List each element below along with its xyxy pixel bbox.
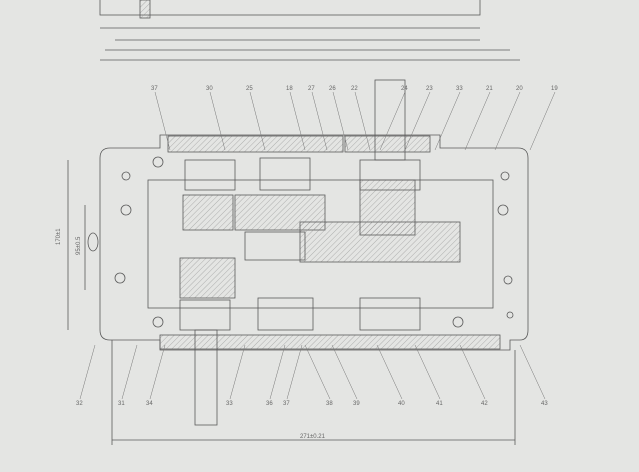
part-number-bottom-label: 36 [266,401,273,407]
leader-line [332,91,349,151]
leader-line [154,91,171,151]
leader-line [121,344,138,400]
top-view-fragment [99,0,520,61]
leader-line [286,344,303,400]
leader-line [379,91,406,151]
part-number-top-label: 24 [401,86,408,92]
part-number-top-label: 21 [486,86,493,92]
leader-line [354,91,371,151]
part-number-top-label: 25 [246,86,253,92]
housing-outline [99,134,529,351]
leader-line [289,91,306,151]
leader-line [331,344,358,400]
dim-overall-width: 271±0.21 [300,434,326,440]
part-number-bottom-label: 34 [146,401,153,407]
part-number-top-label: 18 [286,86,293,92]
leader-line [209,91,226,151]
leader-line [79,344,96,400]
leader-line [529,91,556,151]
leader-line [464,91,491,151]
leader-line [414,344,441,400]
leader-line [519,344,546,400]
leader-line [229,344,246,400]
part-number-bottom-label: 37 [283,401,290,407]
part-number-top-label: 26 [329,86,336,92]
part-number-top-label: 22 [351,86,358,92]
part-number-bottom-label: 32 [76,401,83,407]
part-number-bottom-label: 41 [436,401,443,407]
leader-line [494,91,521,151]
part-number-bottom-label: 38 [326,401,333,407]
output-shaft [374,79,406,161]
dim-height-inner: 95±0.5 [76,236,82,255]
part-number-bottom-label: 42 [481,401,488,407]
part-number-top-label: 23 [426,86,433,92]
leader-line [404,91,431,151]
part-number-bottom-label: 39 [353,401,360,407]
part-number-bottom-label: 43 [541,401,548,407]
leader-line [149,344,166,400]
part-number-top-label: 27 [308,86,315,92]
part-number-top-label: 37 [151,86,158,92]
dim-height-outer: 170±1 [56,228,62,245]
part-number-bottom-label: 33 [226,401,233,407]
gear-bottom-left [179,257,236,299]
part-number-top-label: 19 [551,86,558,92]
leader-line [376,344,403,400]
gear-top-left [182,194,234,231]
input-shaft [194,329,218,426]
leader-line [459,344,486,400]
part-number-top-label: 33 [456,86,463,92]
leader-line [434,91,461,151]
bolt-holes [87,156,514,328]
leader-line [311,91,328,151]
leader-line [304,344,331,400]
part-number-top-label: 30 [206,86,213,92]
part-number-top-label: 20 [516,86,523,92]
part-number-bottom-label: 31 [118,401,125,407]
leader-line [249,91,266,151]
leader-line [269,344,286,400]
part-number-bottom-label: 40 [398,401,405,407]
